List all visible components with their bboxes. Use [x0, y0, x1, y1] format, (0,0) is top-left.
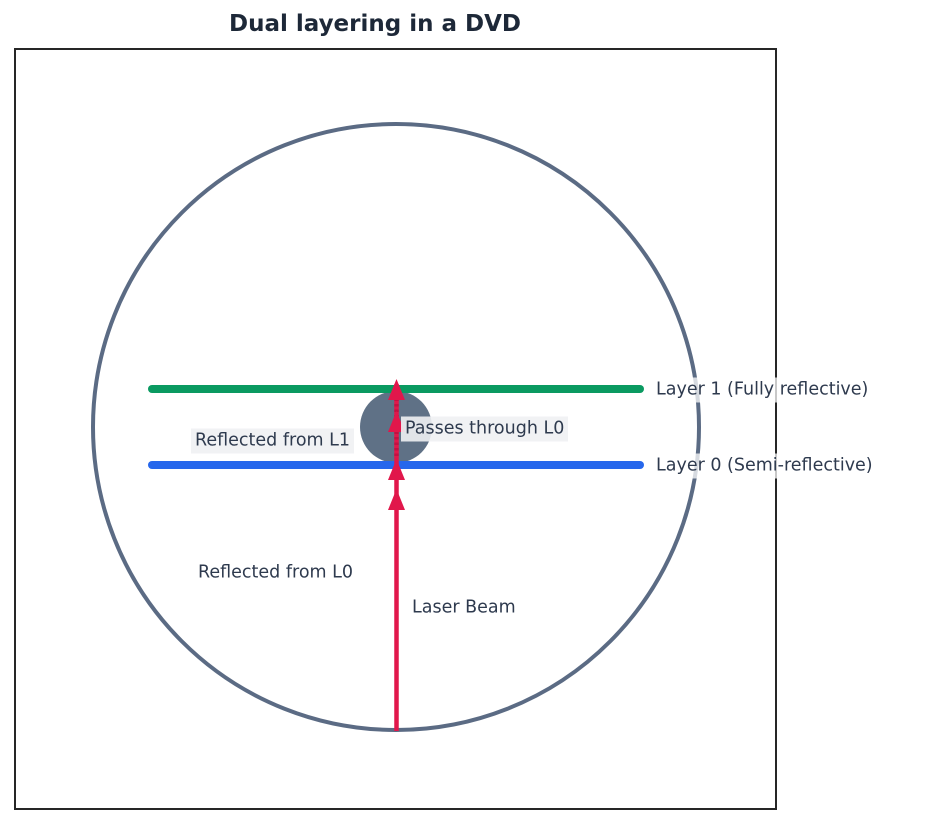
label-reflected-from-l1: Reflected from L1 — [191, 428, 355, 454]
diagram-frame — [14, 48, 777, 810]
laser-arrowhead-mid-lower — [388, 489, 405, 510]
laser-arrowhead-at-layer0 — [388, 459, 405, 480]
laser-arrowhead-top — [388, 379, 405, 400]
label-passes-through-l0: Passes through L0 — [401, 416, 569, 442]
label-laser-beam: Laser Beam — [412, 597, 516, 618]
laser-arrowhead-mid-upper — [388, 411, 405, 432]
label-layer1: Layer 1 (Fully reflective) — [652, 377, 873, 403]
label-reflected-from-l0: Reflected from L0 — [198, 562, 354, 583]
figure-title: Dual layering in a DVD — [228, 11, 522, 37]
label-layer0: Layer 0 (Semi-reflective) — [652, 453, 877, 479]
